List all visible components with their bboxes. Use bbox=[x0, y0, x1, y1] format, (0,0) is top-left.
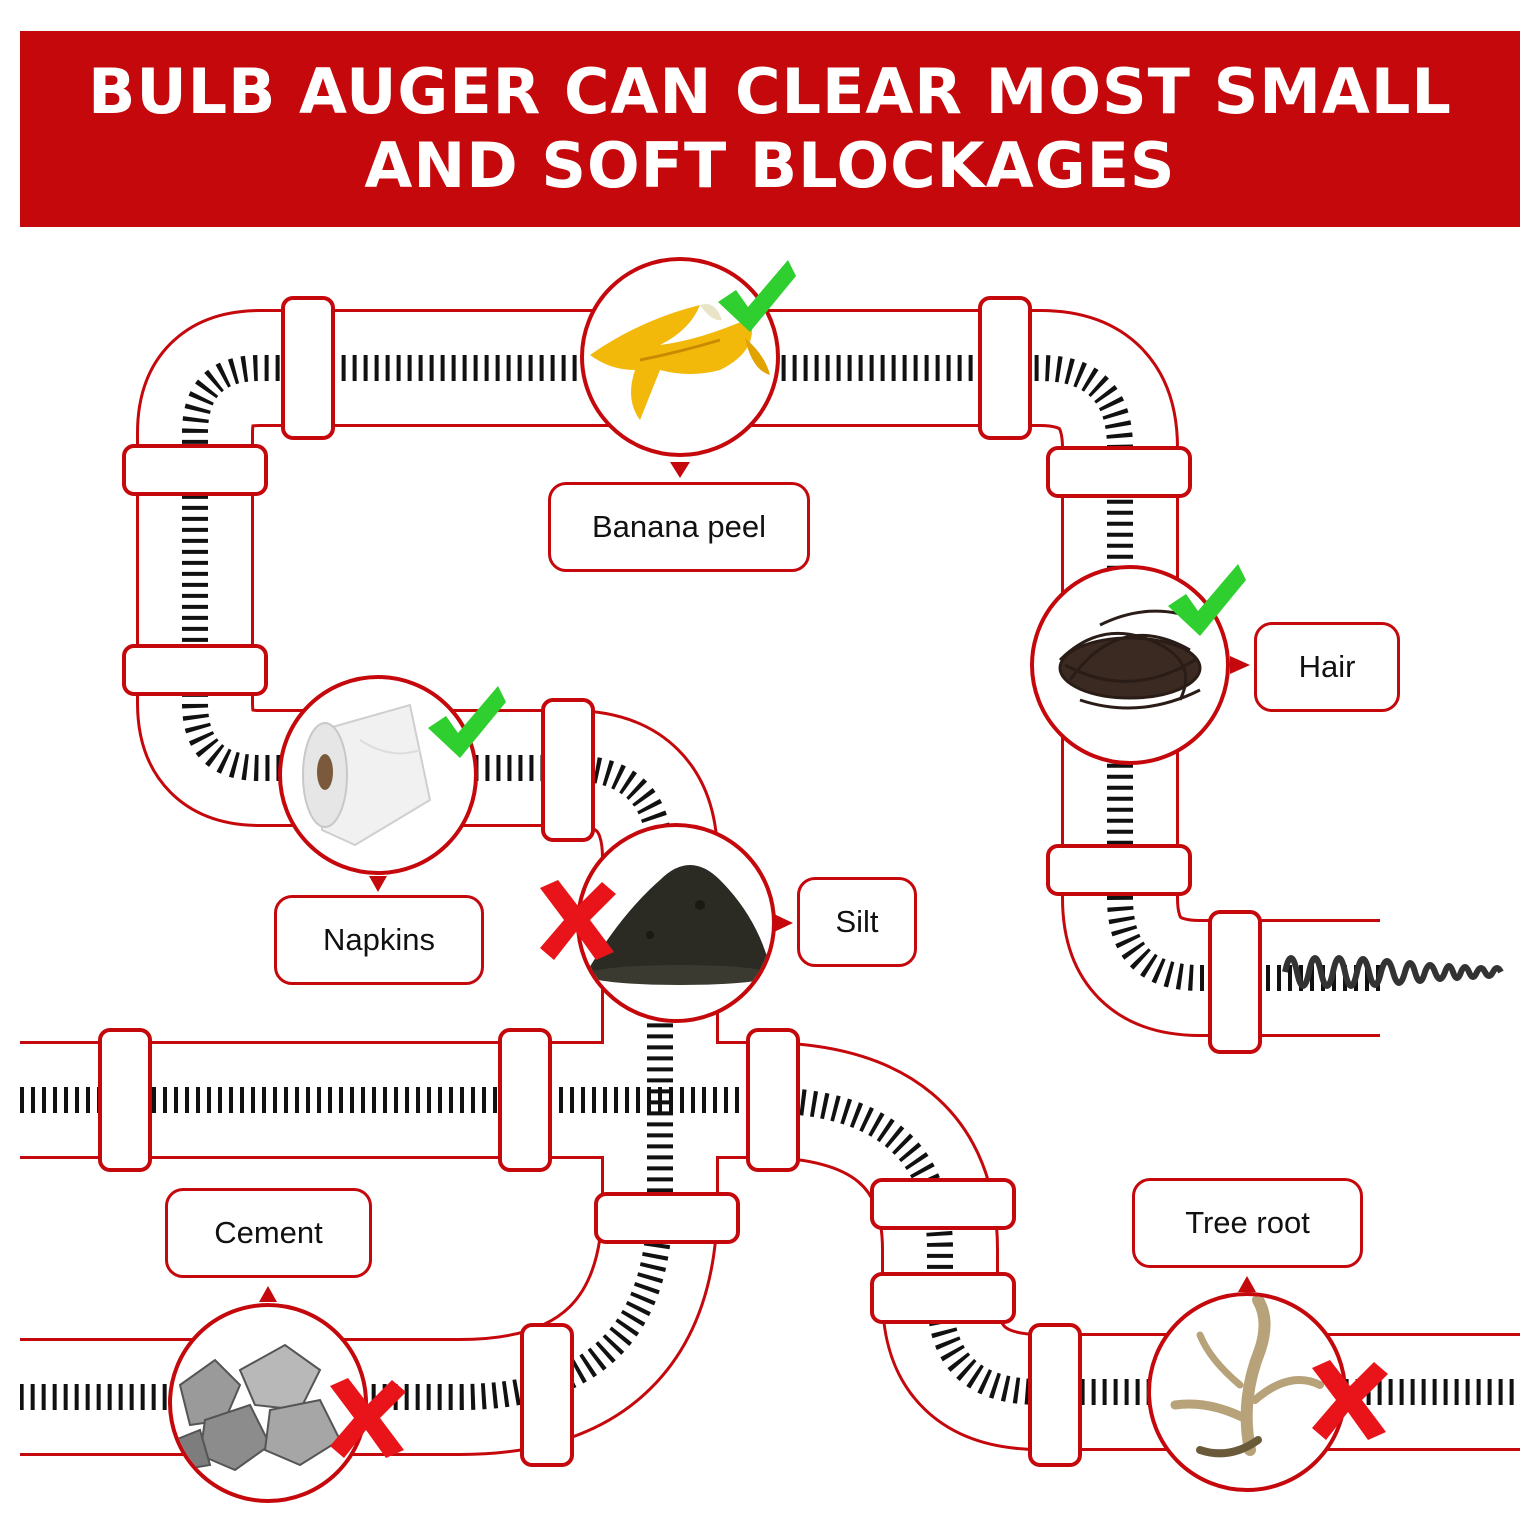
label-tree-root: Tree root bbox=[1132, 1178, 1363, 1268]
coupling bbox=[1028, 1323, 1082, 1467]
red-cross-icon bbox=[1312, 1360, 1388, 1440]
pointer-banana bbox=[670, 462, 690, 478]
banana-peel-image bbox=[590, 304, 770, 420]
coupling bbox=[978, 296, 1032, 440]
coupling bbox=[122, 644, 268, 696]
pipe-couplings bbox=[98, 296, 1262, 1467]
auger-coil bbox=[1282, 955, 1504, 989]
green-check-icon bbox=[718, 260, 796, 332]
coupling bbox=[520, 1323, 574, 1467]
cement-medallion bbox=[168, 1303, 406, 1503]
coupling bbox=[1046, 844, 1192, 896]
coupling bbox=[122, 444, 268, 496]
label-hair: Hair bbox=[1254, 622, 1400, 712]
label-pointers bbox=[259, 462, 1256, 1302]
tree-root-image bbox=[1170, 1296, 1324, 1458]
napkins-medallion bbox=[278, 675, 506, 875]
coupling bbox=[1046, 446, 1192, 498]
coupling bbox=[870, 1272, 1016, 1324]
coupling bbox=[541, 698, 595, 842]
coupling bbox=[498, 1028, 552, 1172]
hair-image bbox=[1058, 609, 1202, 710]
coupling bbox=[870, 1178, 1016, 1230]
banana-peel-medallion bbox=[580, 257, 796, 457]
cement-image bbox=[173, 1343, 342, 1472]
coupling bbox=[594, 1192, 740, 1244]
pointer-cement bbox=[259, 1286, 277, 1302]
auger-cable-dashes bbox=[20, 355, 1520, 1410]
silt-medallion bbox=[540, 823, 776, 1023]
hair-medallion bbox=[1030, 564, 1246, 765]
label-banana-peel: Banana peel bbox=[548, 482, 810, 572]
green-check-icon bbox=[428, 686, 506, 758]
coupling bbox=[281, 296, 335, 440]
coupling bbox=[1208, 910, 1262, 1054]
coupling bbox=[98, 1028, 152, 1172]
label-silt: Silt bbox=[797, 877, 917, 967]
pointer-hair bbox=[1230, 656, 1250, 674]
coupling bbox=[746, 1028, 800, 1172]
title-line-2: AND SOFT BLOCKAGES bbox=[364, 129, 1176, 202]
title-banner: BULB AUGER CAN CLEAR MOST SMALL AND SOFT… bbox=[20, 31, 1520, 227]
pointer-root bbox=[1238, 1276, 1256, 1292]
tree-root-medallion bbox=[1147, 1292, 1388, 1492]
pointer-silt bbox=[774, 914, 793, 932]
label-cement: Cement bbox=[165, 1188, 372, 1278]
red-cross-icon bbox=[330, 1378, 406, 1458]
title-line-1: BULB AUGER CAN CLEAR MOST SMALL bbox=[88, 55, 1452, 128]
silt-image bbox=[585, 865, 772, 985]
pointer-napkins bbox=[369, 876, 387, 892]
label-napkins: Napkins bbox=[274, 895, 484, 985]
red-cross-icon bbox=[540, 880, 616, 960]
toilet-roll-image bbox=[302, 703, 432, 847]
green-check-icon bbox=[1168, 564, 1246, 636]
